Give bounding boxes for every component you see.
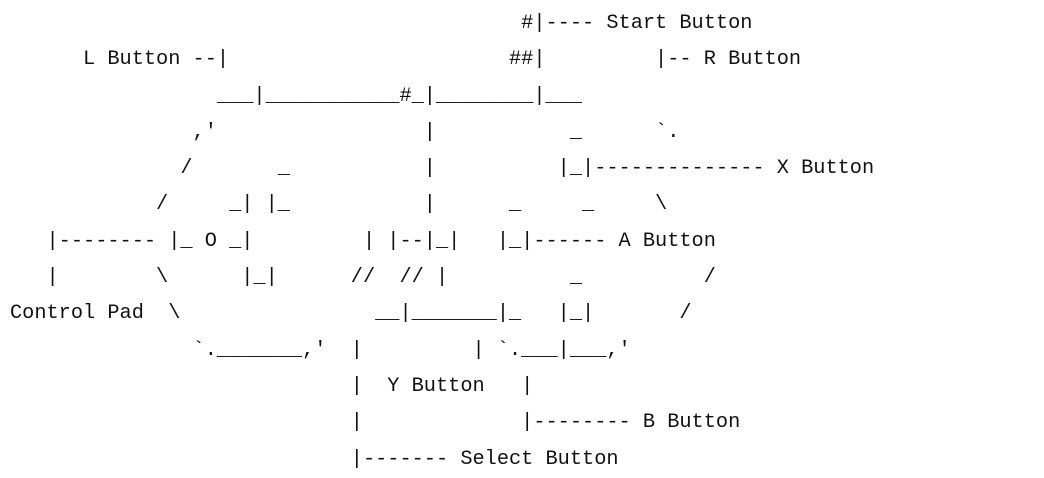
diagram-line-top-edge: ___|___________#_|________|___ (10, 84, 583, 108)
diagram-line-upper-curve: ,' | _ `. (10, 120, 680, 144)
diagram-line-start-button: #|---- Start Button (10, 12, 753, 35)
diagram-line-dpad-top: / _| |_ | _ _ \ (10, 193, 668, 217)
diagram-line-b-button: | |-------- B Button (10, 411, 741, 435)
diagram-line-select-button: |------- Select Button (10, 447, 619, 471)
diagram-line-shoulder-buttons: L Button --| ##| |-- R Button (10, 48, 802, 72)
diagram-line-dpad-bottom: | \ |_| // // | _ / (10, 266, 716, 290)
diagram-line-a-button: |-------- |_ O _| | |--|_| |_|------ A B… (10, 229, 716, 253)
diagram-line-x-button: / _ | |_|-------------- X Button (10, 157, 875, 181)
diagram-line-bottom-edge: `._______,' | | `.___|___,' (10, 338, 631, 362)
diagram-line-control-pad: Control Pad \ __|_______|_ |_| / (10, 302, 692, 326)
ascii-controller-diagram: #|---- Start Button L Button --| ##| |--… (10, 6, 874, 478)
diagram-line-y-button: | Y Button | (10, 374, 534, 398)
